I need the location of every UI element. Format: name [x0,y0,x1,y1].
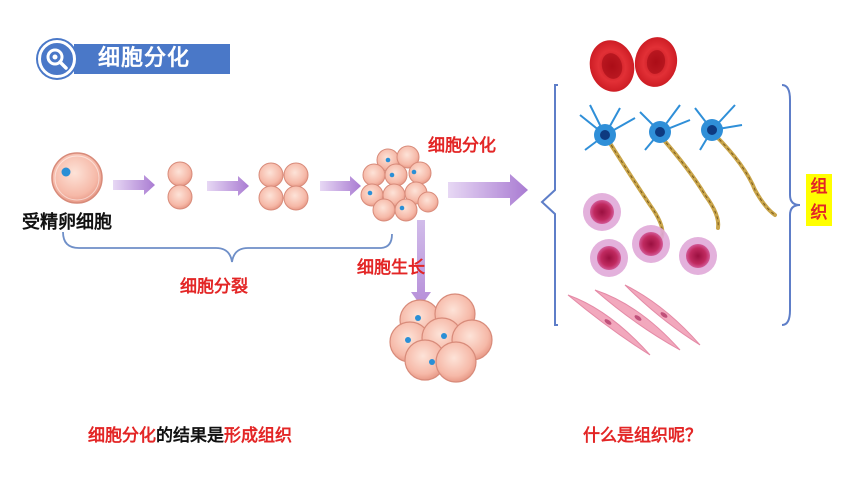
section-header: 细胞分化 [38,40,230,78]
arrow-3 [320,176,361,196]
statement-connector: 的结果是 [156,426,224,446]
white-blood-cells [583,193,717,277]
two-cell-stage [167,161,193,210]
conclusion-statement: 细胞分化的结果是形成组织 [88,421,292,446]
question-text: 什么是组织呢？ [583,426,702,446]
tissue-bracket-left [540,84,558,326]
tissue-label-char-1: 组 [806,174,832,200]
magnifier-icon [38,40,76,78]
grown-cells [389,293,493,383]
title-band [74,44,230,74]
cell-differentiation-label: 细胞分化 [428,136,496,156]
fertilized-egg [51,152,103,204]
cell-division-label: 细胞分裂 [180,277,248,297]
muscle-cells [567,284,701,356]
cell-cluster [360,145,439,222]
statement-tissue: 形成组织 [224,426,292,446]
statement-differentiation: 细胞分化 [88,426,156,446]
tissue-label-char-2: 织 [806,200,832,226]
arrow-differentiation [448,174,528,206]
four-cell-stage [258,162,309,211]
fertilized-egg-label: 受精卵细胞 [22,212,112,233]
arrow-2 [207,176,249,196]
red-blood-cells [589,37,678,92]
arrow-1 [113,175,155,195]
division-brace [62,231,393,263]
arrow-growth [411,220,431,306]
page-title: 细胞分化 [98,46,191,71]
cell-growth-label: 细胞生长 [357,258,425,278]
tissue-bracket-right [781,84,801,326]
